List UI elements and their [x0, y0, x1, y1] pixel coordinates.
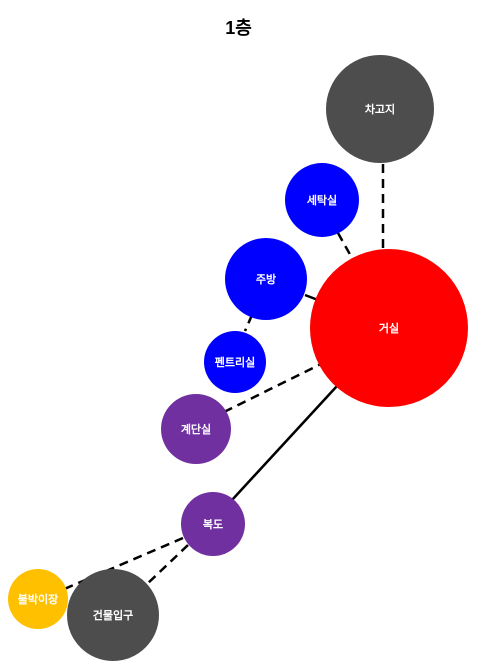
node-stairs: 계단실 — [161, 394, 231, 464]
node-circle-kitchen — [225, 238, 307, 320]
node-living: 거실 — [310, 249, 468, 407]
node-circle-laundry — [285, 163, 359, 237]
node-label-stairs: 계단실 — [181, 422, 211, 436]
node-circle-living — [310, 249, 468, 407]
edge-kitchen-pantry — [243, 314, 254, 332]
node-label-balcony: 불박이장 — [18, 592, 58, 606]
node-label-entrance: 건물입구 — [93, 608, 133, 622]
node-label-laundry: 세탁실 — [307, 193, 337, 207]
node-kitchen: 주방 — [225, 238, 307, 320]
node-circle-balcony — [8, 569, 68, 629]
node-label-living: 거실 — [379, 321, 399, 335]
node-circle-corridor — [181, 492, 245, 556]
node-entrance: 건물입구 — [67, 569, 159, 661]
node-laundry: 세탁실 — [285, 163, 359, 237]
node-garage: 차고지 — [326, 55, 434, 163]
edge-corridor-entrance — [145, 544, 189, 586]
diagram-title: 1층 — [225, 18, 252, 38]
node-balcony: 불박이장 — [8, 569, 68, 629]
node-label-kitchen: 주방 — [256, 272, 276, 286]
node-pantry: 펜트리실 — [204, 331, 266, 393]
node-circle-garage — [326, 55, 434, 163]
node-label-garage: 차고지 — [365, 102, 395, 116]
edge-laundry-living — [336, 232, 354, 259]
node-label-pantry: 펜트리실 — [215, 355, 255, 369]
node-circle-entrance — [67, 569, 159, 661]
node-label-corridor: 복도 — [203, 517, 223, 531]
node-corridor: 복도 — [181, 492, 245, 556]
node-circle-stairs — [161, 394, 231, 464]
edge-stairs-living — [223, 362, 322, 414]
node-circle-pantry — [204, 331, 266, 393]
edge-corridor-living — [231, 385, 338, 501]
